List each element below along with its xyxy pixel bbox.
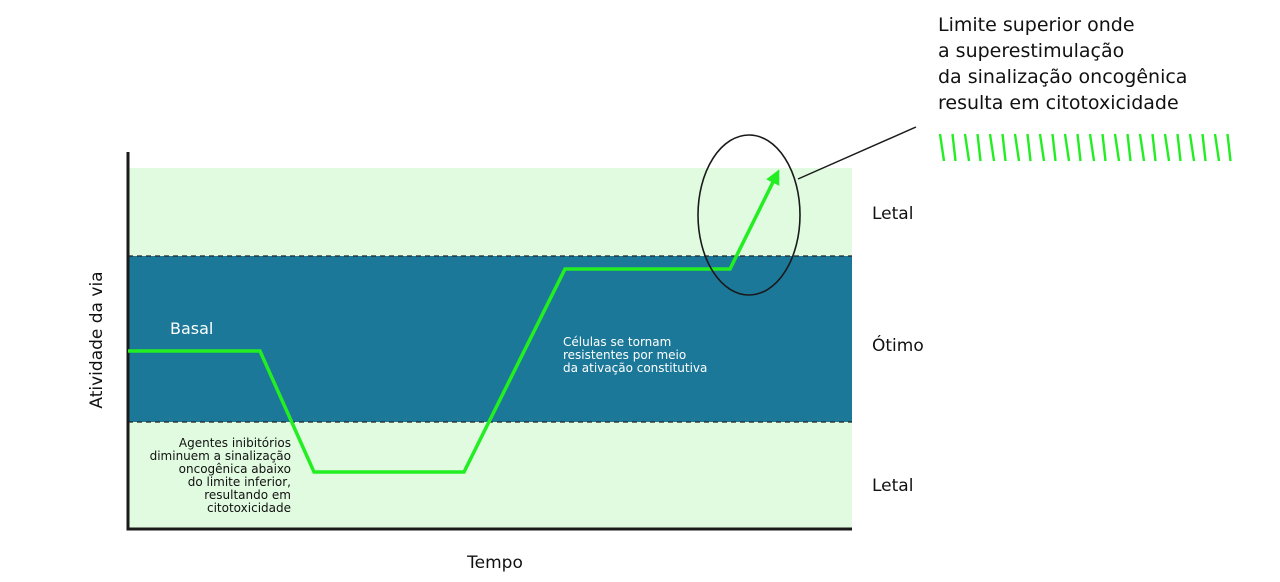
hatch-mark [1026,133,1032,162]
optimal-zone [128,256,852,422]
resistance-note-line: da ativação constitutiva [563,361,707,375]
hatch-mark [1213,133,1221,162]
hatch-mark [1013,133,1021,162]
hatch-mark [1188,133,1196,162]
inhibitors-note-line: oncogênica abaixo [179,462,291,476]
hatch-mark [1113,133,1121,162]
resistance-note-line: resistentes por meio [563,348,686,362]
hatch-mark [938,133,946,162]
hatch-mark [1076,133,1082,162]
hatch-mark [1063,133,1071,162]
hatch-mark [1088,133,1096,162]
upper-limit-callout-text: Limite superior onde a superestimulação … [938,12,1268,116]
lower-lethal-zone [128,422,852,528]
callout-line: da sinalização oncogênica [938,66,1188,88]
inhibitors-note-line: do limite inferior, [188,475,291,489]
hatch-mark [1176,133,1182,162]
inhibitors-note-line: diminuem a sinalização [150,449,291,463]
hatch-mark [1126,133,1132,162]
basal-label: Basal [170,319,213,338]
zone-label-upper: Letal [872,204,913,224]
callout-line: resulta em citotoxicidade [938,92,1179,114]
highlight-ellipse [697,134,801,296]
resistance-note-line: Células se tornam [563,335,671,349]
hatch-mark [1001,133,1007,162]
upper-lethal-zone [128,168,852,256]
hatch-mark [1138,133,1146,162]
inhibitors-note-line: citotoxicidade [207,501,291,515]
hatch-mark [1038,133,1046,162]
callout-connector [797,126,917,180]
hatch-mark [988,133,996,162]
zone-label-middle: Ótimo [872,334,924,356]
callout-line: a superestimulação [938,40,1125,62]
hatch-mark [951,133,957,162]
hatch-mark [1226,133,1232,162]
hatch-mark [1163,133,1171,162]
x-axis-label: Tempo [466,553,523,573]
hatch-pattern [938,133,1232,162]
callout-line: Limite superior onde [938,14,1135,36]
inhibitors-note-line: Agentes inibitórios [179,436,291,450]
pathway-activity-line [128,169,780,474]
hatch-mark [1151,133,1157,162]
hatch-mark [1051,133,1057,162]
hatch-mark [963,133,971,162]
y-axis-label: Atividade da via [87,271,107,408]
zone-label-lower: Letal [872,476,913,496]
hatch-mark [976,133,982,162]
inhibitors-note-line: resultando em [204,488,291,502]
hatch-mark [1201,133,1207,162]
hatch-mark [1101,133,1107,162]
